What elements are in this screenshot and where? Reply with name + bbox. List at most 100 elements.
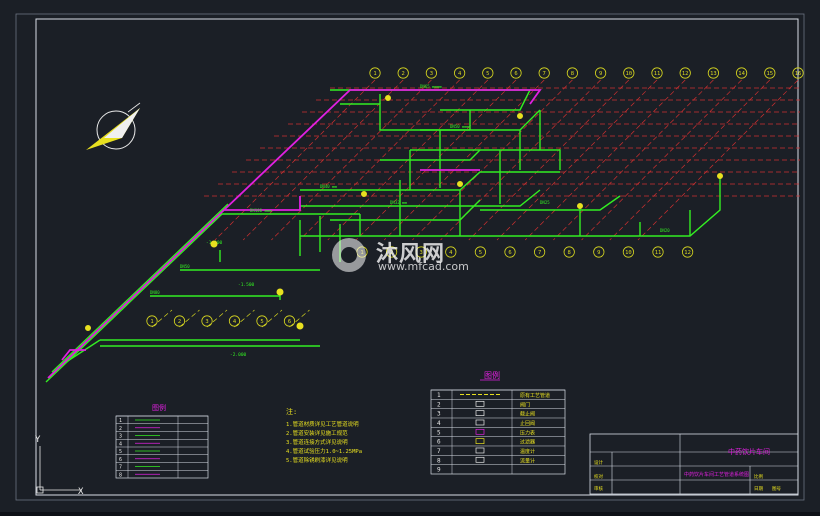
grid-bubble-label: 2 — [178, 319, 181, 325]
grid-bubble-label: 7 — [543, 71, 546, 77]
title-cell-6: 图号 — [772, 486, 781, 492]
grid-bubble-label: 16 — [795, 71, 802, 77]
legend-main-row-desc: 过滤器 — [520, 439, 535, 446]
legend-main-row-num: 6 — [437, 439, 441, 446]
title-block: 中药饮片车间 中药饮片车间工艺管道系统图 设计 校对 审核 比例 日期 图号 — [589, 433, 799, 495]
grid-bubble-label: 2 — [402, 71, 405, 77]
legend-main-row-num: 8 — [437, 457, 441, 464]
grid-bubble — [563, 246, 575, 258]
pipe-network-green — [45, 89, 721, 383]
grid-line-diagonal — [524, 79, 686, 241]
legend-main-row-num: 4 — [437, 420, 441, 427]
drawing-frame — [35, 18, 799, 496]
grid-bubble — [566, 67, 579, 79]
legend-main-row-num: 7 — [437, 448, 441, 455]
watermark: 沐风网 www.mfcad.com — [332, 236, 502, 278]
legend-symbol — [475, 400, 485, 407]
grid-bubble — [681, 246, 694, 258]
legend-small-title: 图例 — [152, 403, 166, 412]
grid-bubble-label: 11 — [655, 250, 662, 256]
grid-bubble — [283, 315, 296, 327]
title-cell-1: 设计 — [594, 459, 603, 466]
grid-bubble — [504, 246, 516, 258]
grid-bubble-label: 6 — [288, 319, 291, 325]
grid-line-short — [179, 309, 200, 328]
grid-bubble — [652, 246, 664, 258]
legend-main-row-num: 1 — [437, 392, 441, 399]
grid-bubble-label: 2 — [390, 250, 393, 256]
title-block-drawing: 中药饮片车间工艺管道系统图 — [684, 471, 749, 478]
ucs-y-label: Y — [35, 435, 41, 445]
grid-bubble-label: 8 — [571, 71, 574, 77]
grid-bubble-label: 14 — [738, 71, 745, 77]
grid-bubble-label: 13 — [710, 71, 717, 77]
legend-small-row-num: 5 — [119, 449, 122, 455]
grid-bubble-label: 1 — [373, 71, 376, 77]
legend-main-row-desc: 止回阀 — [520, 420, 535, 427]
legend-main-row-desc: 温度计 — [520, 448, 535, 455]
grid-bubble-label: 1 — [150, 319, 153, 325]
grid-bubble-label: 3 — [205, 319, 208, 325]
watermark-url: www.mfcad.com — [378, 260, 469, 273]
pipe-network-magenta — [47, 89, 542, 379]
legend-main-row-num: 9 — [437, 467, 441, 474]
legend-small-row-num: 1 — [119, 418, 122, 424]
grid-bubble-label: 3 — [420, 250, 423, 256]
grid-bubble — [425, 67, 437, 79]
grid-bubble — [256, 315, 268, 327]
grid-bubble — [385, 246, 398, 258]
legend-main-row-num: 5 — [437, 429, 441, 436]
north-arrow-icon — [86, 102, 141, 150]
grid-bubble — [453, 67, 466, 79]
svg-text:DN50: DN50 — [180, 264, 190, 269]
legend-symbol — [475, 438, 485, 444]
grid-bubble-label: 5 — [479, 250, 482, 256]
grid-line-diagonal — [581, 79, 742, 241]
legend-symbol — [475, 447, 485, 454]
title-cell-5: 日期 — [754, 486, 763, 492]
svg-text:DN25: DN25 — [540, 200, 550, 205]
legend-main-row-desc: 截止阀 — [520, 411, 535, 418]
legend-small-row-num: 7 — [119, 465, 122, 471]
grid-bubble — [510, 67, 522, 79]
grid-bubble-label: 10 — [625, 71, 632, 77]
grid-bubble — [369, 67, 381, 79]
watermark-logo-icon — [332, 238, 366, 272]
title-cell-3: 审核 — [594, 485, 603, 492]
grid-bubble — [679, 67, 691, 79]
svg-text:DN20: DN20 — [660, 228, 670, 233]
legend-symbol — [475, 456, 485, 463]
svg-text:-1.500: -1.500 — [238, 282, 255, 288]
grid-bubble-label: 5 — [260, 319, 263, 325]
outer-border — [15, 13, 805, 501]
legend-small-row-num: 6 — [119, 457, 122, 463]
legend-small-row-num: 4 — [119, 441, 122, 447]
legend-main-row-desc: 压力表 — [520, 429, 535, 436]
notes-line: 3.管道连接方式详见说明 — [286, 438, 348, 446]
grid-bubble-label: 10 — [625, 250, 632, 256]
svg-text:DN40 ▬▬: DN40 ▬▬ — [320, 184, 337, 189]
grid-bubble-label: 7 — [538, 250, 541, 256]
grid-bubble — [201, 315, 213, 327]
legend-small-row-num: 8 — [119, 472, 122, 478]
grid-bubble — [735, 67, 748, 79]
legend-small-row-num: 2 — [119, 426, 122, 432]
grid-bubble-label: 5 — [486, 71, 489, 77]
grid-bubble — [651, 67, 663, 79]
legend-main-title: 图例 — [484, 370, 500, 380]
grid-bubble-label: 15 — [766, 71, 773, 77]
legend-symbol — [475, 419, 485, 426]
grid-bubble-label: 9 — [599, 71, 602, 77]
grid-bubble — [538, 67, 550, 79]
grid-bubble — [792, 67, 804, 79]
grid-line-short — [206, 309, 228, 328]
grid-line-short — [289, 309, 310, 328]
title-block-project: 中药饮片车间 — [728, 447, 770, 456]
grid-bubble — [415, 246, 427, 258]
grid-bubble — [593, 246, 605, 258]
ucs-x-label: X — [78, 487, 84, 497]
